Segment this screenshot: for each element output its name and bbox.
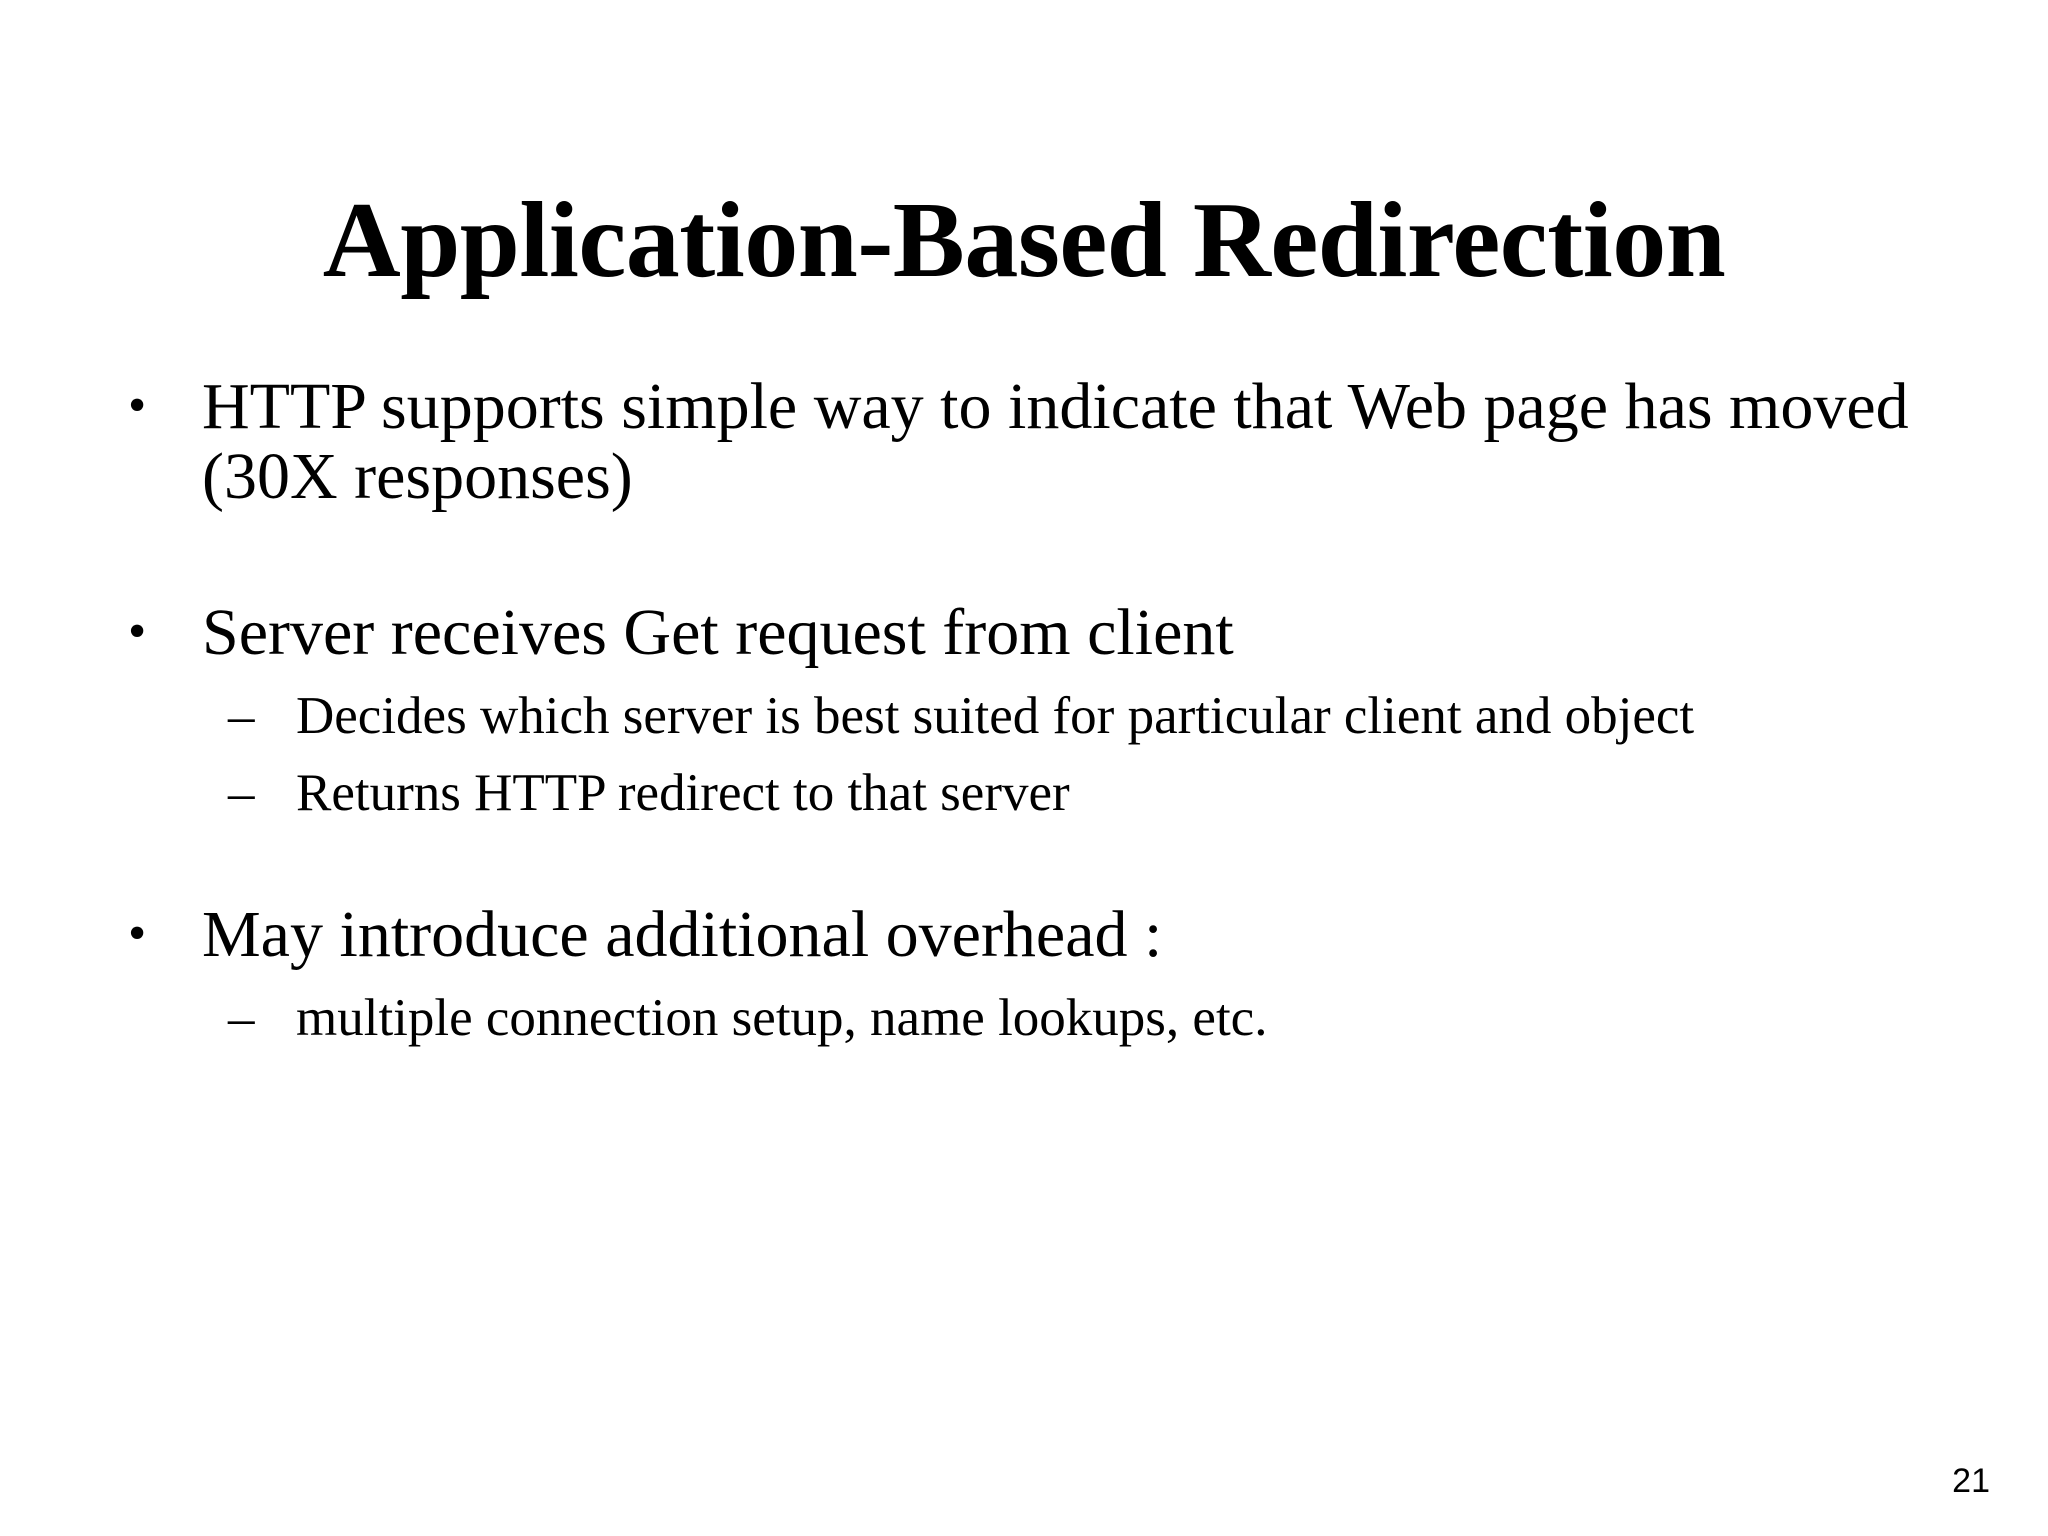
- bullet-text: May introduce additional overhead :: [202, 898, 1163, 972]
- bullet-item-level1: • May introduce additional overhead :: [110, 900, 1940, 970]
- bullet-dot-icon: •: [128, 905, 147, 963]
- bullet-dot-icon: •: [128, 377, 147, 434]
- bullet-dash-icon: –: [228, 989, 255, 1048]
- bullet-text: HTTP supports simple way to indicate tha…: [202, 370, 1909, 513]
- spacer: [110, 512, 1940, 598]
- page-title: Application-Based Redirection: [322, 181, 1726, 301]
- bullet-dash-icon: –: [228, 686, 255, 745]
- page-number: 21: [1952, 1462, 1990, 1500]
- bullet-text: Decides which server is best suited for …: [296, 686, 1695, 745]
- bullet-text: multiple connection setup, name lookups,…: [296, 989, 1268, 1048]
- spacer: [110, 745, 1940, 765]
- bullet-item-level2: – Decides which server is best suited fo…: [110, 686, 1940, 745]
- slide-body: • HTTP supports simple way to indicate t…: [110, 372, 1940, 1048]
- bullet-item-level1: • HTTP supports simple way to indicate t…: [110, 372, 1940, 512]
- spacer: [110, 822, 1940, 900]
- spacer: [110, 668, 1940, 688]
- bullet-item-level2: – Returns HTTP redirect to that server: [110, 764, 1940, 823]
- bullet-dash-icon: –: [228, 764, 255, 823]
- spacer: [110, 970, 1940, 990]
- bullet-item-level2: – multiple connection setup, name lookup…: [110, 990, 1940, 1047]
- bullet-text: Server receives Get request from client: [202, 595, 1234, 669]
- bullet-dot-icon: •: [128, 602, 147, 660]
- bullet-item-level1: • Server receives Get request from clien…: [110, 595, 1940, 669]
- bullet-text: Returns HTTP redirect to that server: [296, 764, 1070, 823]
